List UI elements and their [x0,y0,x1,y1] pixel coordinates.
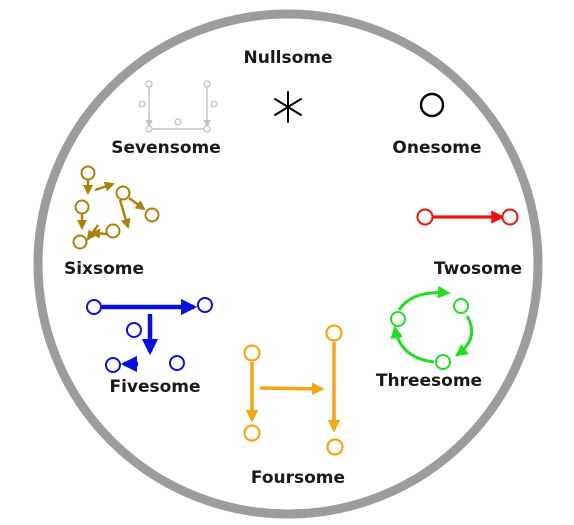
sevensome-node [145,125,153,133]
sevensome-node [210,100,218,108]
foursome-group: Foursome [243,324,345,488]
sixsome-node [115,185,131,201]
threesome-node [390,311,406,327]
threesome-node [453,298,469,314]
fivesome-node [105,357,121,373]
twosome-group: Twosome [416,208,522,279]
fivesome-node [126,322,142,338]
sixsome-arrow [89,228,108,239]
onesome-label: Onesome [392,138,481,158]
threesome-arrow [454,315,474,357]
sevensome-node [145,80,153,88]
fivesome-label: Fivesome [109,377,200,397]
sixsome-node [74,199,90,215]
twosome-node [416,208,434,226]
sevensome-node [203,80,211,88]
sevensome-node [138,100,146,108]
nullsome-group: Nullsome [243,48,333,123]
asterisk-icon [274,91,302,123]
sixsome-arrow [86,224,99,241]
threesome-group: Threesome [376,285,482,391]
sixsome-node [144,207,160,223]
foursome-arrow [259,382,325,396]
nullsome-label: Nullsome [243,48,332,68]
sixsome-node [80,165,96,181]
threesome-label: Threesome [376,371,482,391]
foursome-node [243,424,261,442]
twosome-label: Twosome [434,259,522,279]
threesome-node [435,354,451,370]
sixsome-group: Sixsome [64,165,160,279]
sevensome-group: Sevensome [111,80,221,158]
threesome-arrow [390,325,435,364]
onesome-group: Onesome [392,92,482,158]
foursome-node [243,344,261,362]
foursome-label: Foursome [251,468,345,488]
sixsome-arrow [118,199,131,229]
threesome-arrow [397,285,451,311]
sixsome-arrow [94,181,115,192]
fivesome-node [169,355,185,371]
sixsome-label: Sixsome [64,259,144,279]
single-circle-icon [419,92,445,118]
outer-ring [33,9,543,519]
sevensome-node [203,125,211,133]
foursome-node [326,438,344,456]
fivesome-node [197,297,213,313]
foursome-node [325,324,343,342]
fivesome-node [86,299,102,315]
sixsome-node [72,234,88,250]
sixsome-arrow [128,197,146,211]
fivesome-group: Fivesome [86,297,213,397]
sevensome-label: Sevensome [111,138,221,158]
sixsome-node [105,223,121,239]
sevensome-node [174,118,182,126]
twosome-node [501,208,519,226]
